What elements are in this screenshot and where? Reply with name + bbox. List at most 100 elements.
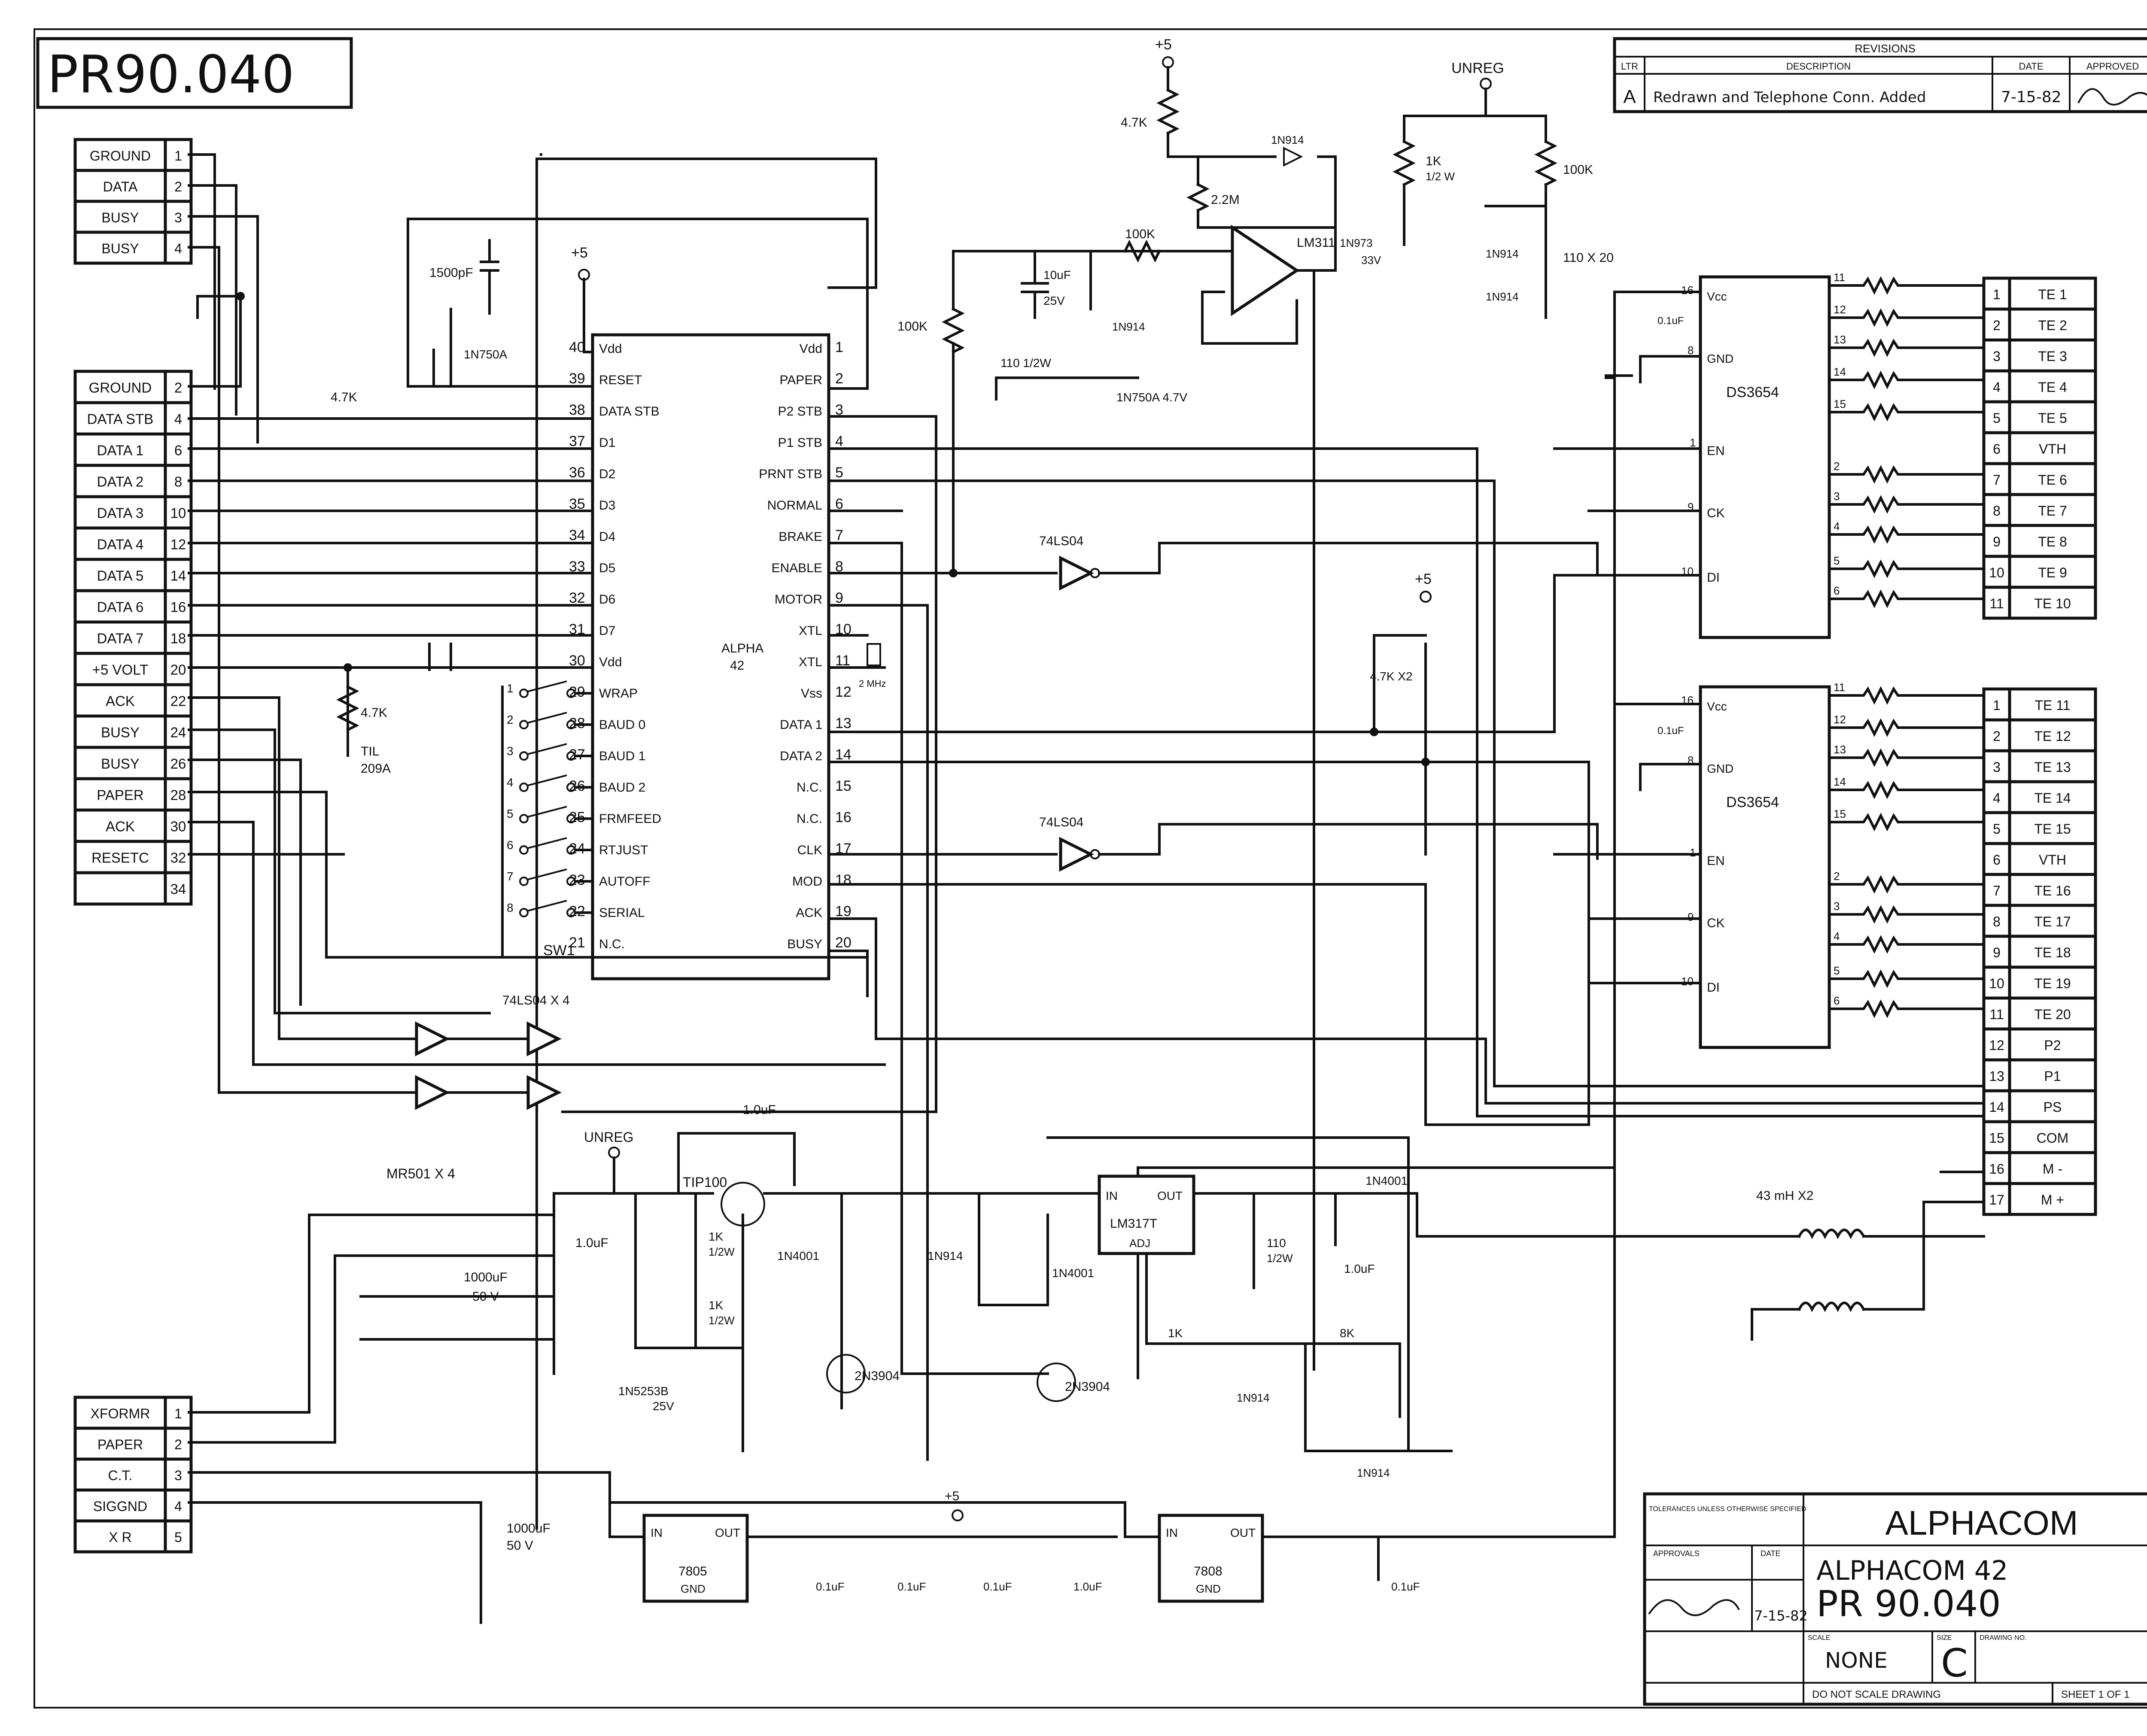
alpha-pin-name: PRNT STB [759,467,822,481]
connector-label: P1 [2044,1068,2061,1084]
driver-out-pin: 6 [1834,584,1840,597]
alpha-pin-name: RTJUST [599,843,648,857]
connector-label: DATA 7 [97,631,144,646]
connector-label: PAPER [97,787,143,803]
connector-row: DATA 7 18 [73,620,193,655]
connector-pin: 6 [1993,441,2001,457]
d-1n914-g-label: 1N914 [1357,1466,1390,1479]
driver-out-resistor [1828,875,1985,894]
d-1n914-comp-label: 1N914 [1112,320,1145,333]
connector-pin: 5 [174,1530,182,1545]
alpha-pin-name: D4 [599,530,615,544]
connector-label: TE 6 [2038,472,2067,488]
connector-pin: 7 [1993,472,2001,488]
connector-label: TE 12 [2034,728,2071,744]
driver-vcc-label: Vcc [1707,700,1727,713]
connector-pin: 30 [170,819,186,835]
regulator-7808 [1158,1514,1264,1603]
lm317-in-label: IN [1106,1189,1118,1202]
comp-plus5-label: +5 [1155,36,1172,53]
connector-pin: 4 [1993,790,2001,806]
misc-parts: 4.7K TIL 209A 2 MHz 4.7K X2 110 X 20 0.1… [336,251,1684,776]
alpha-pin-name: N.C. [797,780,822,795]
connector-pin: 15 [1989,1130,2004,1146]
driver-out-pin: 4 [1834,520,1840,533]
connector-label: X R [109,1530,131,1545]
q-2n3904-a-label: 2N3904 [855,1369,900,1383]
revisions-title: REVISIONS [1855,42,1916,55]
alpha-pin-number: 1 [835,339,843,355]
size-value: C [1941,1641,1968,1686]
connector-pin: 4 [1993,379,2001,395]
lm317-out-label: OUT [1157,1189,1183,1202]
connector-label: DATA 6 [97,599,144,615]
connector-pin: 17 [1989,1192,2004,1208]
v50b-label: 50 V [507,1539,533,1553]
connector-pin: 22 [170,693,186,709]
reg-plus5-label: +5 [945,1489,959,1503]
driver-out-resistor [1828,495,1985,514]
alpha-pin-name: Vdd [800,342,822,356]
driver-out-resistor [1828,718,1985,737]
drawing-number: PR 90.040 [1816,1583,2001,1625]
r-110-half-b-label: 110 [1267,1236,1286,1250]
connector-pin: 1 [1993,287,2001,302]
connector-label: C.T. [108,1468,133,1483]
driver-pin-en: 1 [1690,436,1696,449]
d-1n914-c-label: 1N914 [1486,247,1519,260]
alpha-pin-name: AUTOFF [599,874,650,889]
reg1-in-label: IN [651,1526,663,1539]
r-47kx2-label: 4.7K X2 [1370,670,1413,683]
connector-pin: 14 [1989,1099,2004,1115]
connector-pin: 7 [1993,883,2001,898]
driver-pin-vcc: 16 [1681,284,1694,297]
connector-pin: 3 [174,1468,182,1483]
driver-out-resistor [1828,403,1985,422]
connector-label: DATA 3 [97,505,144,521]
driver-out-pin: 5 [1834,554,1840,567]
connector-label: TE 5 [2038,410,2067,426]
driver-pin-gnd: 8 [1688,344,1694,357]
connector-row: 34 [73,871,193,906]
drawing-id-text: PR90.040 [47,45,295,105]
c-10uf-mid-label: 1.0uF [575,1236,608,1250]
connector-row: 7 TE 6 [1982,462,2097,496]
connector-pin: 3 [174,210,182,225]
alpha-pin-name: D1 [599,436,615,450]
alpha-pin-number: 13 [835,715,852,731]
inverter-gate-b [1059,837,1094,872]
inverter-gate-e [526,1075,562,1110]
inverter-gate-a [1059,555,1094,591]
switch-label: SW1 [543,942,575,959]
connector-label: TE 1 [2038,287,2067,302]
connector-label: SIGGND [93,1499,147,1514]
alpha-pin-name: D5 [599,561,615,575]
connector-pin: 16 [170,599,186,615]
d-1n4001-c-label: 1N4001 [1365,1174,1408,1187]
gate-74ls04-a-label: 74LS04 [1039,534,1083,548]
connector-row: C.T. 3 [73,1457,193,1492]
reg1-out-label: OUT [715,1526,740,1539]
r-110x20-label: 110 X 20 [1563,251,1614,265]
sheet-border [33,28,2147,1709]
gate-74ls04-b-label: 74LS04 [1039,815,1083,829]
connector-pin: 18 [170,631,186,646]
connector-pin: 2 [1993,318,2001,333]
alpha-pin-name: BAUD 1 [599,749,645,763]
connector-label: BUSY [101,756,140,772]
driver-out-pin: 5 [1834,964,1840,977]
connector-pin: 4 [174,241,182,256]
connector-label: RESETC [91,850,149,866]
connector-pin: 1 [174,1406,182,1421]
r-47k-stb-label: 4.7K [331,390,357,404]
